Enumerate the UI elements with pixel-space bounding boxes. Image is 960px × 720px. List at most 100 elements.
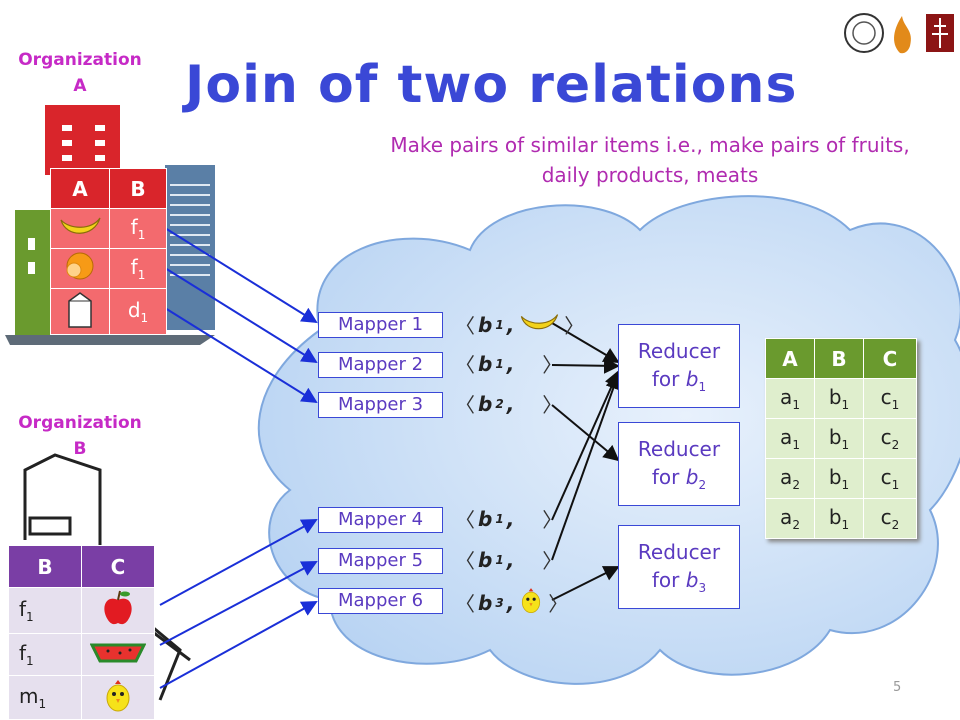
result-cell: a1 (765, 418, 815, 459)
result-cell: b1 (814, 418, 864, 459)
key-sub: 3 (495, 595, 504, 610)
table-b-header-c: C (81, 545, 155, 588)
cell-sub: 1 (841, 398, 850, 412)
banana-icon (50, 208, 110, 249)
reducer-label: Reducer (637, 339, 721, 363)
cell-sub: 1 (891, 398, 900, 412)
reducer-key-sub: 3 (698, 581, 707, 595)
mapper-box: Mapper 2 (318, 352, 443, 378)
open-angle: 〈 (455, 549, 475, 573)
close-angle: 〉 (542, 508, 563, 532)
org-b-line2: B (73, 439, 87, 459)
table-row: f1 (50, 208, 167, 249)
cell-b: f (130, 255, 138, 279)
building-a-icon (5, 105, 215, 345)
result-cell: b1 (814, 498, 864, 539)
key-letter: b (478, 590, 493, 615)
reducer-key: for b1 (619, 365, 739, 401)
university-logos (844, 13, 954, 54)
mapper-box: Mapper 3 (318, 392, 443, 418)
reducer-b2-box: Reducer for b2 (618, 422, 740, 506)
cell-b: d (127, 298, 141, 322)
open-angle: 〈 (455, 592, 475, 616)
reducer-prefix: for (651, 568, 686, 592)
mapper-box: Mapper 4 (318, 507, 443, 533)
table-row: m1 (8, 675, 155, 720)
open-angle: 〈 (455, 508, 475, 532)
cell-b: f (19, 641, 27, 665)
cell-b-sub: 1 (140, 311, 149, 325)
cell-sub: 2 (792, 478, 800, 492)
table-b-header-b: B (8, 545, 82, 588)
open-angle: 〈 (455, 314, 475, 338)
reducer-label: Reducer (637, 540, 721, 564)
apple-icon (81, 587, 155, 634)
key-letter: b (478, 547, 493, 572)
key-sub: 1 (495, 552, 504, 567)
result-cell: a1 (765, 378, 815, 419)
cell-letter: a (780, 425, 793, 449)
result-cell: c2 (863, 418, 917, 459)
page-title: Join of two relations (185, 55, 798, 115)
reducer-key-sub: 1 (698, 380, 707, 394)
mapper-box: Mapper 5 (318, 548, 443, 574)
table-row: f1 (50, 248, 167, 289)
cell-b-sub: 1 (137, 268, 146, 282)
result-cell: c1 (863, 458, 917, 499)
banana-icon (517, 309, 561, 340)
cell-letter: b (828, 505, 842, 529)
comma: , (506, 506, 515, 531)
reducer-key: for b2 (619, 463, 739, 499)
cell-b: f (130, 215, 138, 239)
page-number: 5 (893, 680, 902, 695)
key-sub: 1 (495, 511, 504, 526)
result-header-b: B (814, 338, 864, 379)
flame-logo-icon (894, 16, 911, 54)
key-letter: b (478, 312, 493, 337)
table-a-header-a: A (50, 168, 110, 209)
subtitle-line-2: daily products, meats (541, 163, 759, 187)
result-cell: b1 (814, 458, 864, 499)
org-b-line1: Organization (18, 413, 142, 433)
arrows-table-b (159, 519, 318, 689)
reducer-key-sub: 2 (698, 478, 707, 492)
reducer-b3-box: Reducer for b3 (618, 525, 740, 609)
reducer-key-letter: b (685, 568, 699, 592)
result-header-a: A (765, 338, 815, 379)
seal-logo-icon (844, 13, 884, 53)
key-letter: b (478, 351, 493, 376)
arrows-mappers-to-reducers (551, 322, 621, 601)
key-sub: 1 (495, 356, 504, 371)
cell-b-sub: 1 (38, 697, 47, 711)
comma: , (506, 312, 515, 337)
comma: , (506, 590, 515, 615)
reducer-label: Reducer (637, 437, 721, 461)
cell-letter: c (880, 465, 892, 489)
result-cell: b1 (814, 378, 864, 419)
table-row: f1 (8, 587, 155, 634)
cell-b-sub: 1 (26, 610, 34, 624)
cell-b: f (19, 597, 27, 621)
open-angle: 〈 (455, 353, 475, 377)
cell-sub: 1 (841, 478, 850, 492)
table-row: f1 (8, 633, 155, 676)
org-a-line1: Organization (18, 50, 142, 70)
comma: , (506, 391, 515, 416)
open-angle: 〈 (455, 393, 475, 417)
cell-letter: c (880, 425, 892, 449)
cell-sub: 1 (792, 438, 800, 452)
result-cell: c1 (863, 378, 917, 419)
cell-letter: b (828, 465, 842, 489)
result-header-c: C (863, 338, 917, 379)
table-a-header-b: B (109, 168, 167, 209)
subtitle-line-1: Make pairs of similar items i.e., make p… (390, 133, 910, 157)
relation-a-table: A B f1 f1 d1 (50, 168, 167, 335)
orange-icon (50, 248, 110, 289)
cell-letter: a (780, 385, 793, 409)
arrows-table-a (164, 227, 318, 404)
